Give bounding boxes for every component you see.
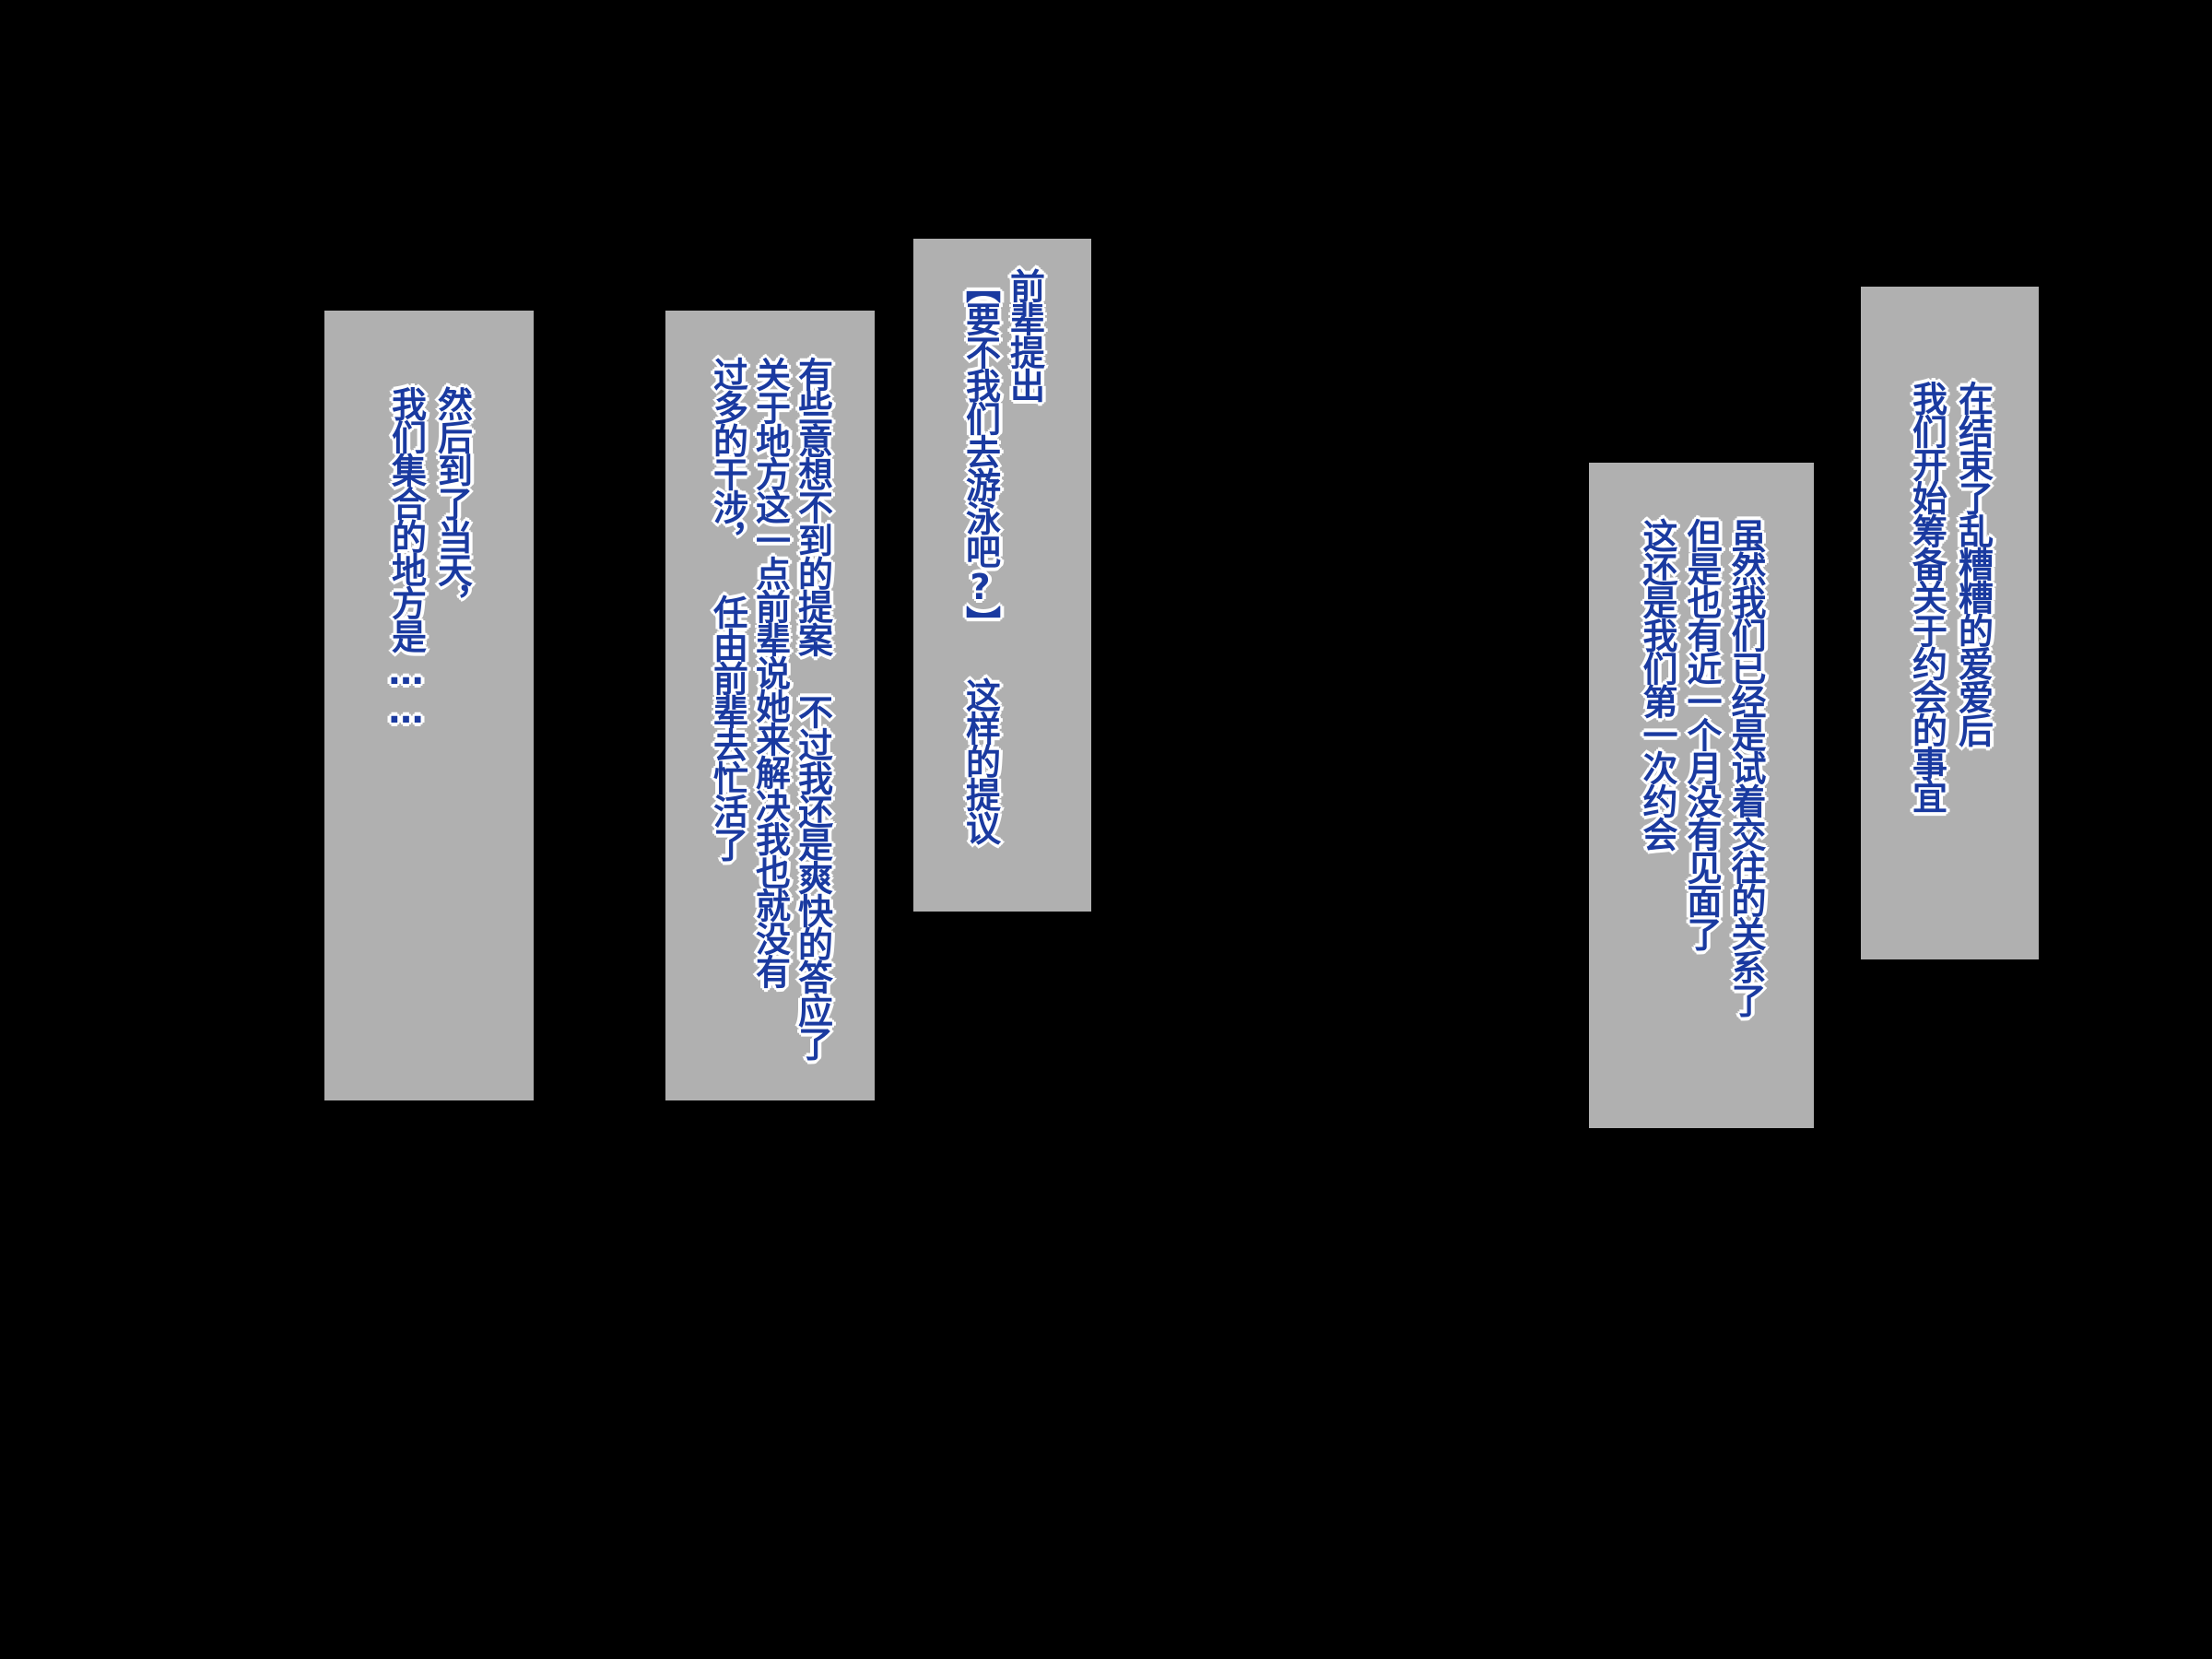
- caption-line: 前辈提出: [1004, 268, 1045, 401]
- caption-line: 【要不我们去游泳吧?】 这样的提议: [959, 268, 1001, 843]
- caption-text-4: 虽然我们已经是试着交往的关系了 但是也有近一个月没有见面了 这还是我们第一次约会: [1589, 463, 1814, 1128]
- caption-line: 这还是我们第一次约会: [1637, 518, 1677, 850]
- caption-panel-2: 有些意想不到的提案 不过我还是爽快的答应了 关于地方这一点前辈说她来解决我也就没…: [665, 311, 875, 1100]
- caption-line: 有些意想不到的提案 不过我还是爽快的答应了: [792, 357, 833, 1059]
- caption-text-1: 然后到了当天， 我们集合的地方是……: [324, 311, 534, 1100]
- caption-line: 过多的干涉， 任由前辈去忙活了: [707, 357, 748, 860]
- caption-line: 虽然我们已经是试着交往的关系了: [1725, 518, 1766, 1016]
- caption-line: 我们集合的地方是……: [385, 386, 427, 729]
- caption-panel-4: 虽然我们已经是试着交往的关系了 但是也有近一个月没有见面了 这还是我们第一次约会: [1589, 463, 1814, 1128]
- caption-text-3: 前辈提出 【要不我们去游泳吧?】 这样的提议: [913, 239, 1091, 912]
- caption-line: 但是也有近一个月没有见面了: [1681, 518, 1722, 949]
- caption-text-5: 在结束了乱糟糟的爱爱后 我们开始筹备关于约会的事宜: [1861, 287, 2039, 959]
- caption-line: 在结束了乱糟糟的爱爱后: [1952, 381, 1994, 746]
- caption-line: 我们开始筹备关于约会的事宜: [1906, 381, 1947, 812]
- caption-panel-1: 然后到了当天， 我们集合的地方是……: [324, 311, 534, 1100]
- caption-panel-5: 在结束了乱糟糟的爱爱后 我们开始筹备关于约会的事宜: [1861, 287, 2039, 959]
- caption-line: 关于地方这一点前辈说她来解决我也就没有: [749, 357, 791, 987]
- caption-text-2: 有些意想不到的提案 不过我还是爽快的答应了 关于地方这一点前辈说她来解决我也就没…: [665, 311, 875, 1100]
- caption-panel-3: 前辈提出 【要不我们去游泳吧?】 这样的提议: [913, 239, 1091, 912]
- caption-line: 然后到了当天，: [431, 386, 473, 618]
